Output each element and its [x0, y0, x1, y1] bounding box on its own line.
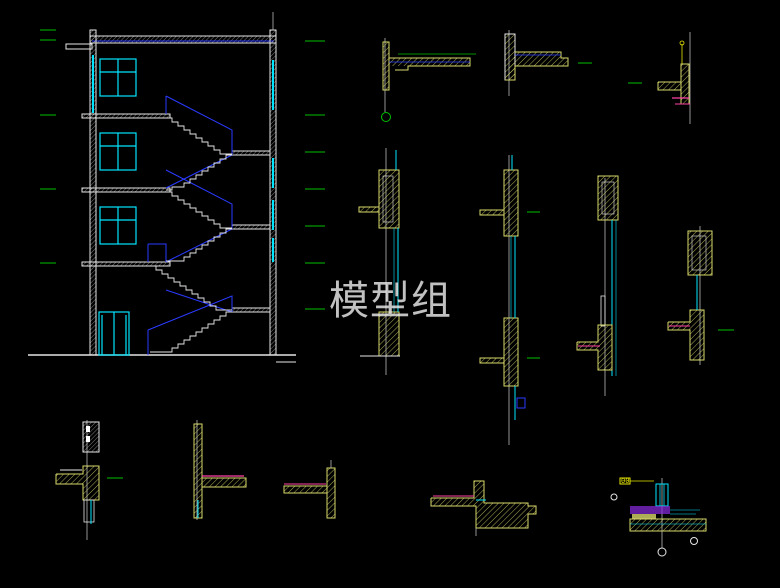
- detail-parapet: [628, 32, 691, 124]
- detail-sill: [193, 420, 247, 520]
- tag-label: 00: [621, 477, 629, 485]
- detail-canopy: [381, 38, 476, 122]
- detail-wall-section-1: [358, 148, 400, 375]
- detail-wall-section-2: [479, 155, 540, 445]
- detail-wall-section-4: [667, 226, 734, 365]
- detail-foundation: 00: [610, 477, 707, 557]
- detail-gutter: [430, 480, 537, 536]
- building-section: [28, 12, 325, 363]
- detail-eave-left: [55, 420, 123, 540]
- detail-balcony-top: [504, 30, 592, 96]
- detail-step-ledge: [283, 460, 336, 519]
- detail-wall-section-3: [576, 175, 619, 396]
